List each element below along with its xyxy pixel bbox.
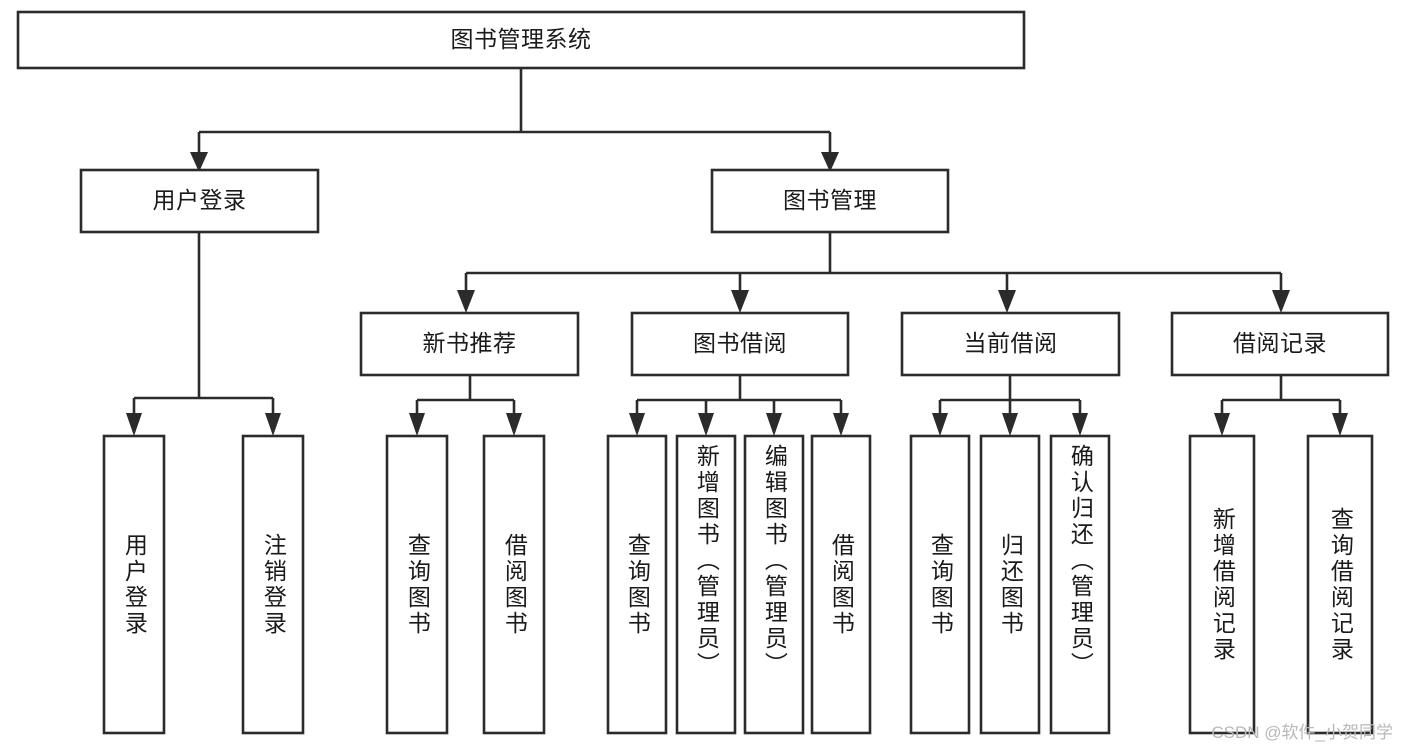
connectors-book-manage-to-level3: [457, 232, 1290, 313]
connectors-current-borrow-leaves: [932, 375, 1088, 436]
arrowhead-br-query: [1332, 413, 1348, 436]
node-box-leaf-br-add[interactable]: [1188, 434, 1256, 735]
arrowhead-book-manage: [821, 152, 839, 172]
node-box-leaf-nb-query[interactable]: [385, 434, 449, 735]
arrowhead-new-book: [457, 290, 475, 313]
arrowhead-cb-return: [1002, 413, 1018, 436]
node-box-leaf-bb-borrow[interactable]: [810, 434, 872, 735]
node-box-leaf-logout[interactable]: [241, 434, 305, 735]
connectors-root-to-level2: [190, 68, 839, 172]
connectors-new-book-leaves: [409, 375, 522, 436]
arrowhead-nb-borrow: [506, 413, 522, 436]
arrowhead-nb-query: [409, 413, 425, 436]
node-box-user-login[interactable]: [79, 168, 320, 234]
node-box-leaf-bb-add[interactable]: [675, 434, 737, 735]
node-box-leaf-cb-return[interactable]: [979, 434, 1041, 735]
node-box-book-borrow[interactable]: [630, 311, 850, 377]
node-box-new-book-recommend[interactable]: [359, 311, 580, 377]
arrowhead-bb-add: [698, 413, 714, 436]
node-box-book-manage[interactable]: [710, 168, 950, 234]
arrowhead-current-borrow: [998, 290, 1016, 313]
arrowhead-book-borrow: [731, 290, 749, 313]
node-box-borrow-record[interactable]: [1170, 311, 1390, 377]
arrowhead-bb-edit: [766, 413, 782, 436]
node-box-leaf-cb-confirm[interactable]: [1049, 434, 1111, 735]
arrowhead-cb-query: [932, 413, 948, 436]
arrowhead-cb-confirm: [1072, 413, 1088, 436]
node-box-leaf-bb-edit[interactable]: [743, 434, 805, 735]
node-box-leaf-nb-borrow[interactable]: [482, 434, 546, 735]
arrowhead-leaf-logout: [265, 413, 281, 436]
arrowhead-br-add: [1214, 413, 1230, 436]
node-box-leaf-user-login[interactable]: [102, 434, 166, 735]
connectors-borrow-record-leaves: [1214, 375, 1348, 436]
arrowhead-leaf-user-login: [126, 413, 142, 436]
arrowhead-bb-borrow: [833, 413, 849, 436]
node-box-root[interactable]: [16, 10, 1026, 70]
connectors-book-borrow-leaves: [629, 375, 849, 436]
arrowhead-bb-query: [629, 413, 645, 436]
arrowhead-user-login: [190, 152, 208, 172]
connectors-user-login-leaves: [126, 232, 281, 436]
node-box-leaf-cb-query[interactable]: [909, 434, 971, 735]
node-box-leaf-bb-query[interactable]: [606, 434, 668, 735]
arrowhead-borrow-record: [1272, 290, 1290, 313]
node-box-current-borrow[interactable]: [900, 311, 1121, 377]
node-box-leaf-br-query[interactable]: [1306, 434, 1374, 735]
